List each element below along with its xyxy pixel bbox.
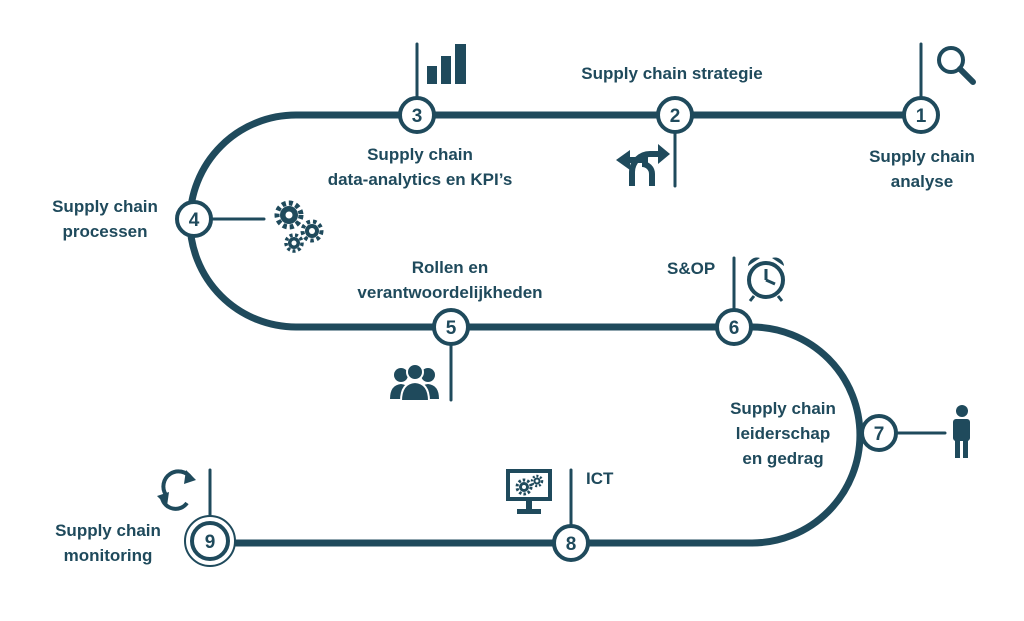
step-marker-9: 9 — [184, 515, 236, 567]
step-label-7-line2: leiderschap — [735, 424, 831, 443]
step-label-3-line1: Supply chain — [367, 145, 473, 164]
step-number-5: 5 — [446, 318, 457, 339]
step-label-9: Supply chain monitoring — [38, 518, 178, 568]
step-label-1-line1: Supply chain — [869, 147, 975, 166]
step-marker-2: 2 — [656, 96, 694, 134]
step-label-6: S&OP — [667, 256, 715, 281]
step-label-4: Supply chain processen — [35, 194, 175, 244]
step-label-2-line1: Supply chain strategie — [581, 64, 763, 83]
step-label-5-line1: Rollen en — [411, 258, 489, 277]
alarm-clock-icon — [747, 257, 785, 302]
step-markers: 1 2 3 4 5 6 7 8 — [175, 96, 940, 567]
step-label-9-line1: Supply chain — [55, 521, 161, 540]
step-number-1: 1 — [916, 106, 927, 127]
step-label-1-line2: analyse — [890, 172, 954, 191]
connector-lines — [208, 42, 947, 526]
step-marker-8: 8 — [552, 524, 590, 562]
step-marker-5: 5 — [432, 308, 470, 346]
step-number-2: 2 — [670, 106, 681, 127]
step-number-8: 8 — [566, 534, 577, 555]
step-marker-4: 4 — [175, 200, 213, 238]
people-icon — [390, 363, 439, 402]
refresh-cycle-icon — [157, 469, 196, 511]
step-label-7-line3: en gedrag — [742, 449, 824, 468]
step-label-5-line2: verantwoordelijkheden — [357, 283, 543, 302]
computer-gears-icon — [506, 469, 552, 514]
step-label-3-line2: data-analytics en KPI’s — [327, 170, 513, 189]
step-label-7-line1: Supply chain — [730, 399, 836, 418]
step-label-8-line1: ICT — [586, 469, 614, 488]
step-label-1: Supply chain analyse — [852, 144, 992, 194]
step-marker-1: 1 — [902, 96, 940, 134]
step-number-6: 6 — [729, 318, 740, 339]
step-label-3: Supply chain data-analytics en KPI’s — [300, 142, 540, 192]
step-label-4-line1: Supply chain — [52, 197, 158, 216]
step-label-2: Supply chain strategie — [552, 61, 792, 86]
step-label-7: Supply chain leiderschap en gedrag — [713, 396, 853, 471]
direction-arrows-icon — [616, 144, 670, 186]
bar-chart-icon — [427, 44, 466, 84]
step-marker-3: 3 — [398, 96, 436, 134]
step-label-9-line2: monitoring — [63, 546, 153, 565]
step-label-4-line2: processen — [62, 222, 148, 241]
step-label-8: ICT — [586, 466, 613, 491]
step-marker-7: 7 — [860, 414, 898, 452]
step-number-3: 3 — [412, 106, 423, 127]
step-marker-6: 6 — [715, 308, 753, 346]
step-number-9: 9 — [205, 532, 216, 553]
person-icon — [953, 405, 970, 458]
step-number-4: 4 — [189, 210, 200, 231]
step-label-6-line1: S&OP — [667, 259, 716, 278]
gears-icon — [274, 200, 324, 253]
step-number-7: 7 — [874, 424, 885, 445]
magnifier-icon — [937, 46, 976, 85]
step-label-5: Rollen en verantwoordelijkheden — [330, 255, 570, 305]
